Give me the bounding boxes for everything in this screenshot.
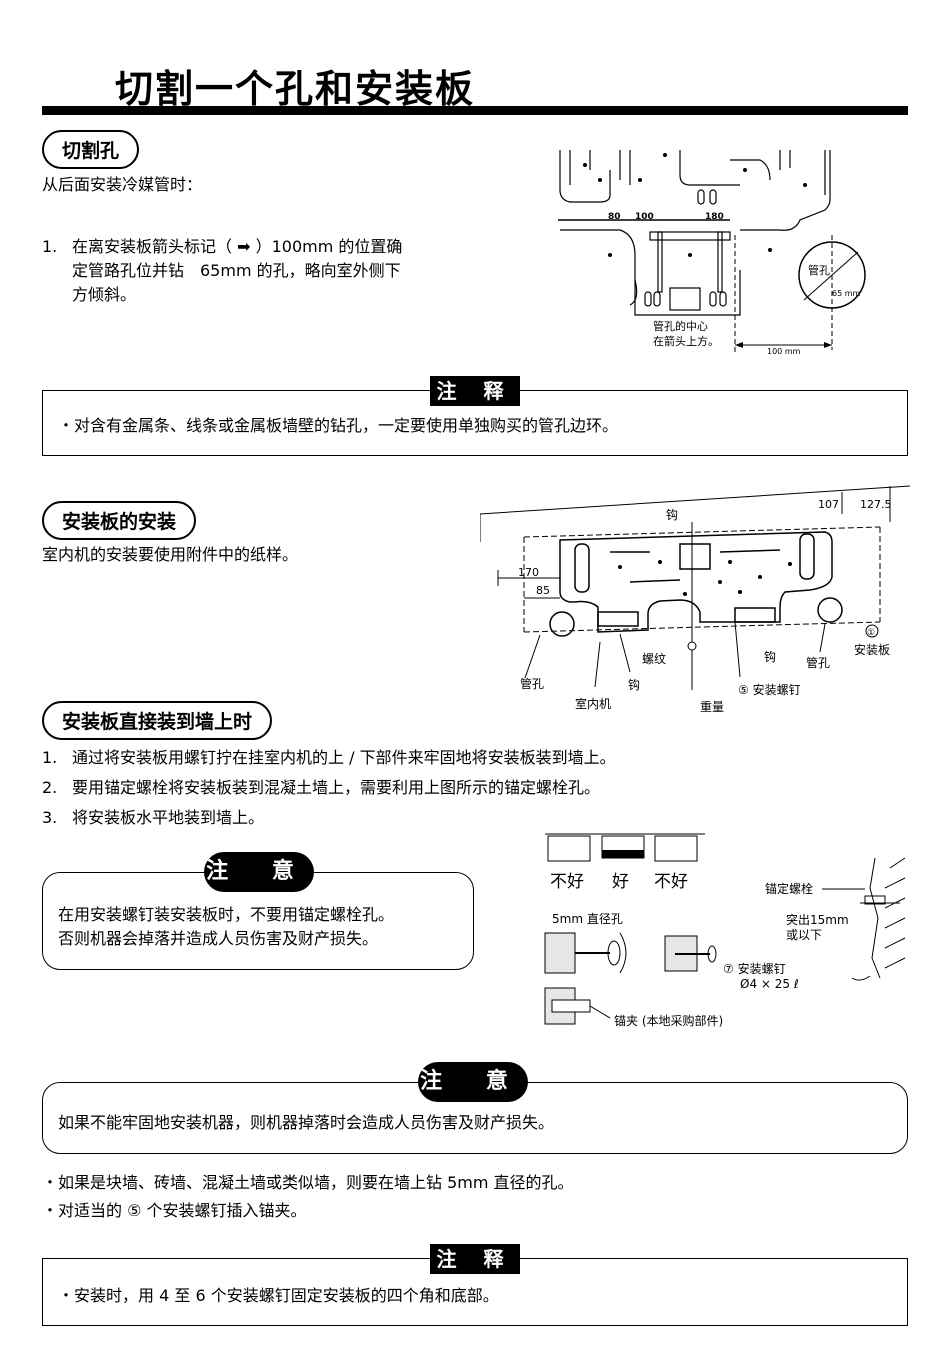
dia-65-label: 65 mm — [832, 289, 861, 298]
section-heading-direct: 安装板直接装到墙上时 — [42, 701, 273, 740]
plate-install-text: 室内机的安装要使用附件中的纸样。 — [42, 545, 299, 564]
screw-label: ⑤ 安装螺钉 — [738, 682, 801, 697]
clip-label: 锚夹 (本地采购部件) — [614, 1013, 723, 1028]
good-label: 好 — [612, 872, 629, 892]
note-text-1: ・对含有金属条、线条或金属板墙壁的钻孔，一定要使用单独购买的管孔边环。 — [58, 416, 619, 435]
section-heading-plate-install: 安装板的安装 — [42, 501, 197, 540]
note-text-2: ・安装时，用 4 至 6 个安装螺钉固定安装板的四个角和底部。 — [58, 1286, 499, 1305]
center-label-1: 管孔的中心 — [653, 319, 708, 333]
protrude-label-2: 或以下 — [786, 928, 822, 942]
caution-tag-2: 注 意 — [418, 1062, 528, 1102]
step-number: 1. — [42, 237, 58, 256]
screw7-label-1: ⑦ 安装螺钉 — [723, 961, 786, 976]
section-heading-cut-hole: 切割孔 — [42, 130, 140, 169]
pipe-hole-right-label: 管孔 — [806, 655, 830, 670]
dim-170: 170 — [518, 566, 539, 579]
step1-line1: 在离安装板箭头标记（ ➡ ）100mm 的位置确 — [72, 237, 403, 256]
thread-label: 螺纹 — [642, 652, 666, 666]
screw7-label-2: Ø4 × 25 ℓ — [740, 977, 799, 991]
bad-label-2: 不好 — [654, 872, 688, 892]
indoor-unit-label: 室内机 — [575, 696, 611, 711]
bullet-2: ・对适当的 ⑤ 个安装螺钉插入锚夹。 — [42, 1201, 307, 1220]
caution2-text: 如果不能牢固地安装机器，则机器掉落时会造成人员伤害及财产损失。 — [58, 1113, 555, 1132]
hook-bottom-label: 钩 — [628, 678, 640, 692]
center-label-2: 在箭头上方。 — [653, 334, 719, 348]
hook-top-label: 钩 — [666, 508, 678, 522]
direct-item-3-text: 将安装板水平地装到墙上。 — [72, 808, 265, 827]
weight-label: 重量 — [700, 700, 724, 714]
step1-line2: 定管路孔位并钻 65mm 的孔，略向室外侧下 — [72, 261, 401, 280]
cut-hole-intro: 从后面安装冷媒管时： — [42, 175, 203, 194]
mounting-plate-diagram: 170 85 107 127.5 钩 ① 安装板 管孔 室内机 钩 螺纹 重量 … — [480, 485, 910, 714]
note-tag-1: 注 释 — [430, 376, 520, 406]
caution-tag-1: 注 意 — [204, 852, 314, 892]
note-tag-2: 注 释 — [430, 1244, 520, 1274]
anchor-bolt-label: 锚定螺栓 — [765, 881, 813, 896]
bullet-1: ・如果是块墙、砖墙、混凝土墙或类似墙，则要在墙上钻 5mm 直径的孔。 — [42, 1173, 574, 1192]
page-title: 切割一个孔和安装板 — [115, 67, 476, 111]
direct-item-2-num: 2. — [42, 778, 58, 797]
step1-line3: 方倾斜。 — [72, 285, 137, 304]
protrude-label-1: 突出15mm — [786, 912, 849, 927]
direct-item-2-text: 要用锚定螺栓将安装板装到混凝土墙上，需要利用上图所示的锚定螺栓孔。 — [72, 778, 601, 797]
dim-85: 85 — [536, 584, 550, 597]
title-rule — [42, 106, 908, 115]
mounting-plate-label: 安装板 — [854, 642, 890, 657]
hook-right-label: 钩 — [764, 650, 776, 664]
direct-item-3-num: 3. — [42, 808, 58, 827]
pipe-hole-diagram: 80 100 180 管孔 65 mm 100 mm 管孔的中心 在箭头上方。 — [558, 150, 866, 356]
caution1-line1: 在用安装螺钉装安装板时，不要用锚定螺栓孔。 — [58, 905, 395, 924]
direct-item-1-num: 1. — [42, 748, 58, 767]
pipe-hole-left-label: 管孔 — [520, 676, 544, 691]
dim-107: 107 — [818, 498, 839, 511]
pipe-hole-label: 管孔 — [808, 263, 830, 277]
hole-5mm-label: 5mm 直径孔 — [552, 912, 623, 926]
anchor-screw-diagram: 不好 好 不好 锚定螺栓 突出15mm 或以下 5mm 直径孔 ⑦ 安装螺钉 Ø… — [544, 833, 906, 1028]
caution1-line2: 否则机器会掉落并造成人员伤害及财产损失。 — [58, 929, 379, 948]
tick-100: 100 — [635, 212, 654, 222]
dim-100-label: 100 mm — [767, 347, 801, 356]
dim-127-5: 127.5 — [860, 498, 892, 511]
tick-180: 180 — [705, 212, 724, 222]
bad-label-1: 不好 — [550, 872, 584, 892]
direct-item-1-text: 通过将安装板用螺钉拧在挂室内机的上 / 下部件来牢固地将安装板装到墙上。 — [72, 748, 616, 767]
tick-80: 80 — [608, 212, 621, 222]
circled-1: ① — [867, 628, 875, 638]
